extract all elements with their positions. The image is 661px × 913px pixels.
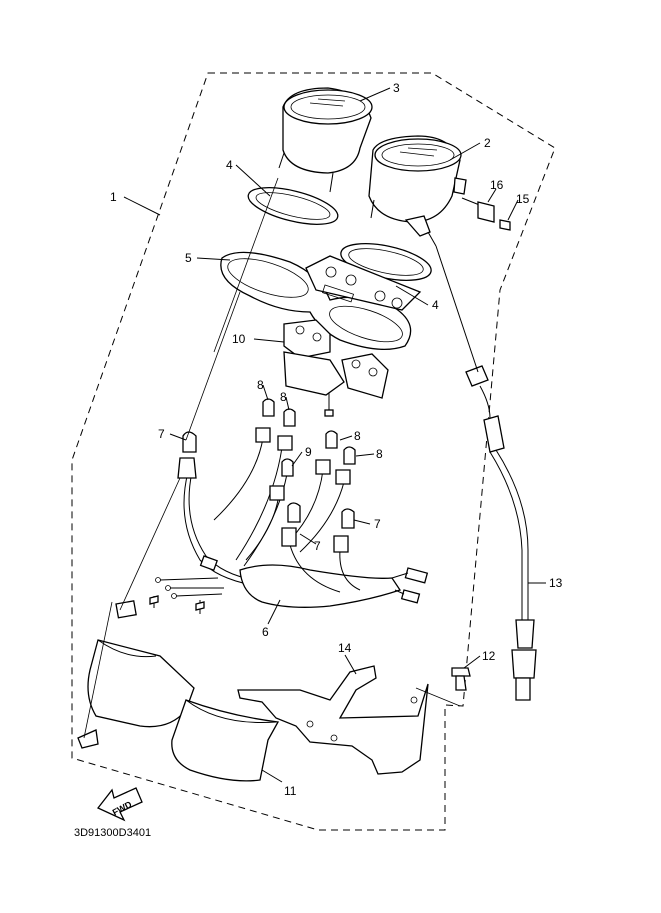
callout-10: 10	[232, 332, 246, 346]
tachometer-screw[interactable]	[499, 219, 511, 231]
callout-3: 3	[393, 81, 400, 95]
callout-8-b: 8	[280, 390, 287, 404]
tachometer-plug[interactable]	[461, 197, 495, 223]
meter-bracket-plate[interactable]	[220, 251, 422, 350]
speedometer-cable[interactable]	[435, 245, 537, 701]
callout-13: 13	[549, 576, 563, 590]
tachometer[interactable]	[368, 135, 467, 247]
callout-11: 11	[284, 784, 297, 798]
guide-line	[185, 291, 241, 441]
fwd-arrow-icon: FWD	[96, 787, 143, 822]
screws[interactable]	[149, 595, 205, 611]
callout-6: 6	[262, 625, 269, 639]
guide-line	[213, 177, 279, 353]
callout-7-left: 7	[158, 427, 165, 441]
guide-line	[415, 687, 461, 707]
callout-4-left: 4	[226, 158, 233, 172]
callout-8-d: 8	[376, 447, 383, 461]
callout-5: 5	[185, 251, 192, 265]
assembly-boundary	[71, 72, 556, 831]
callout-16: 16	[490, 178, 504, 192]
indicator-light-housing[interactable]	[283, 319, 389, 417]
callout-1: 1	[110, 190, 117, 204]
bolt[interactable]	[451, 667, 471, 691]
callout-15: 15	[516, 192, 530, 206]
callout-7-center: 7	[314, 539, 321, 553]
callout-8-c: 8	[354, 429, 361, 443]
speedometer[interactable]	[278, 87, 373, 193]
drawing-code: 3D91300D3401	[74, 827, 151, 839]
callout-14: 14	[338, 641, 352, 655]
callout-8-a: 8	[257, 378, 264, 392]
bulb-sockets[interactable]	[177, 398, 356, 553]
callout-9: 9	[305, 445, 312, 459]
callout-7-right: 7	[374, 517, 381, 531]
meter-damper-left[interactable]	[245, 180, 342, 231]
guide-line	[119, 477, 181, 611]
meter-stay[interactable]	[237, 665, 429, 775]
callout-4-right: 4	[432, 298, 439, 312]
meter-cover-lower[interactable]	[77, 601, 280, 782]
callout-2: 2	[484, 136, 491, 150]
meter-lead-wire[interactable]	[115, 437, 429, 619]
callout-12: 12	[482, 649, 496, 663]
leader-lines	[123, 87, 546, 783]
